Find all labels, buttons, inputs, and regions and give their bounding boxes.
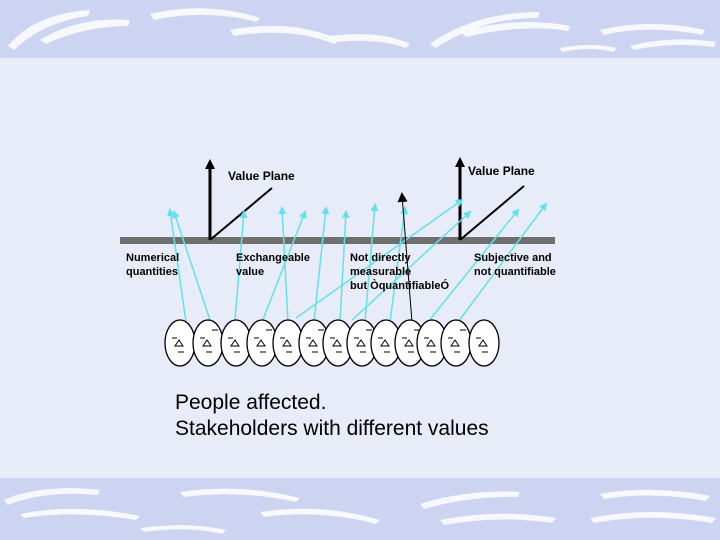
svg-text:but ÒquantifiableÓ: but ÒquantifiableÓ [350,279,449,292]
svg-text:Numerical: Numerical [126,252,179,264]
person-face [192,319,224,367]
stakeholder-arrow [261,210,307,323]
stakeholder-arrow [234,210,248,321]
caption-line-2: Stakeholders with different values [175,417,489,440]
slide-content [0,58,720,478]
people-row [164,319,500,367]
category-exchangeable: Exchangeable value [236,252,310,278]
svg-text:Subjective and: Subjective and [474,252,552,264]
caption: People affected. Stakeholders with diffe… [175,390,489,442]
category-not-directly-measurable: Not directly measurable but Òquantifiabl… [350,252,449,292]
black-thin-arrow [397,192,413,323]
svg-text:value: value [236,266,264,278]
category-numerical: Numerical quantities [126,252,179,278]
svg-text:not quantifiable: not quantifiable [474,266,556,278]
person-face [416,319,448,367]
person-face [440,319,472,367]
svg-text:Exchangeable: Exchangeable [236,252,310,264]
stakeholder-arrow [457,202,548,323]
svg-text:Not directly: Not directly [350,252,411,264]
top-decorative-band [0,0,720,58]
svg-text:measurable: measurable [350,266,411,278]
stakeholder-arrow [295,198,464,319]
stakeholder-arrow [427,208,520,323]
category-subjective: Subjective and not quantifiable [474,252,556,278]
value-plane-bar [120,237,555,244]
bottom-decorative-band [0,478,720,540]
stakeholder-arrow [364,203,379,323]
stakeholder-arrow [351,210,472,321]
stakeholder-arrow [278,206,289,323]
stakeholder-arrow [313,206,330,323]
stakeholder-arrows [166,198,548,323]
person-face [468,319,500,367]
caption-line-1: People affected. [175,391,327,414]
stakeholder-arrow [389,206,409,323]
svg-text:quantities: quantities [126,266,178,278]
value-plane-right-label: Value Plane [468,164,535,178]
stakeholder-arrow [166,208,187,323]
value-plane-left-label: Value Plane [228,169,295,183]
person-face [164,319,196,367]
stakeholder-arrow [339,210,350,323]
stakeholder-arrow [172,210,211,321]
